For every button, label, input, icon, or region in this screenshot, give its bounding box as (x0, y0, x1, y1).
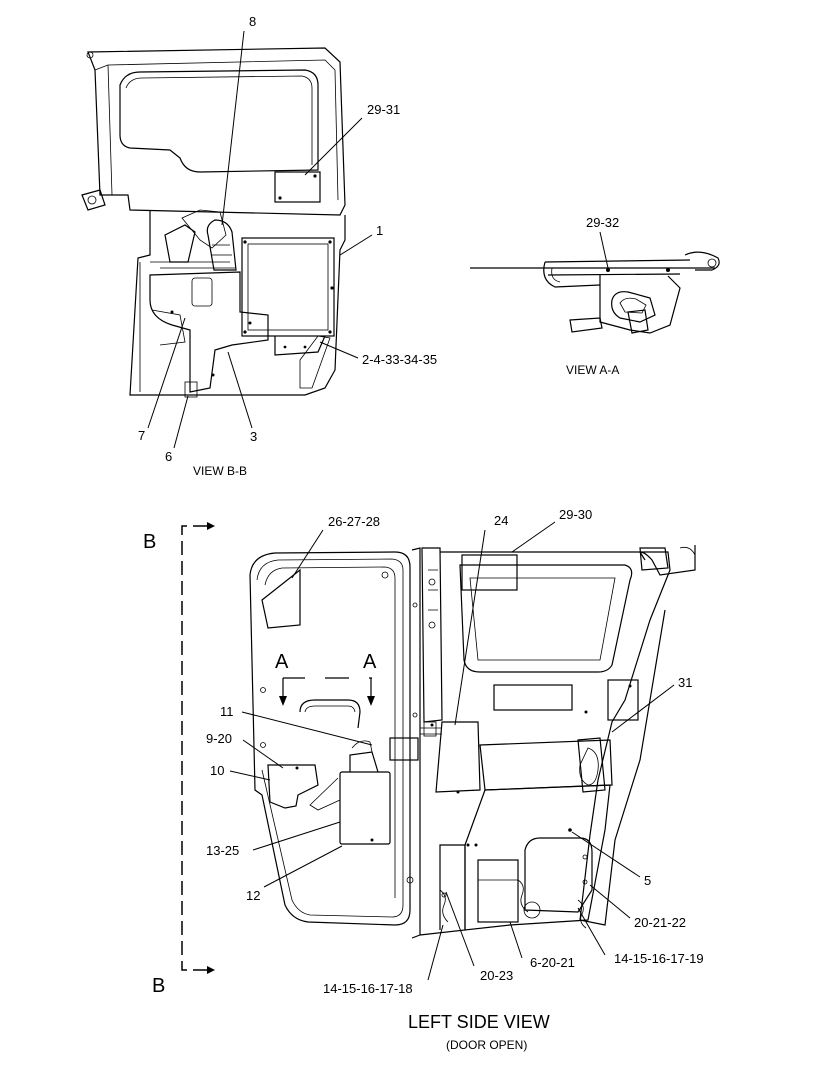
callout-12: 12 (246, 888, 260, 903)
view-aa-label: VIEW A-A (566, 363, 619, 377)
callout-9-20: 9-20 (206, 731, 232, 746)
callout-29-30: 29-30 (559, 507, 592, 522)
callout-29-32: 29-32 (586, 215, 619, 230)
view-bb-callouts: 8 29-31 1 2-4-33-34-35 3 6 7 VIEW B-B (138, 14, 437, 478)
section-letter-a-left: A (275, 651, 289, 673)
callout-13-25: 13-25 (206, 843, 239, 858)
view-bb-drawing (81, 47, 346, 398)
callout-20-21-22: 20-21-22 (634, 915, 686, 930)
callout-31: 31 (678, 675, 692, 690)
callout-11: 11 (220, 704, 234, 719)
callout-1: 1 (376, 223, 383, 238)
callout-24: 24 (494, 513, 508, 528)
callout-8: 8 (249, 14, 256, 29)
section-letter-a-right: A (363, 651, 377, 673)
callout-26-27-28: 26-27-28 (328, 514, 380, 529)
left-side-callouts: B B A A 26-27-28 24 29-30 31 11 9-20 10 … (143, 507, 704, 1052)
view-aa-drawing (470, 251, 720, 334)
callout-29-31: 29-31 (367, 102, 400, 117)
left-side-view-title: LEFT SIDE VIEW (408, 1012, 550, 1032)
view-aa-callouts: 29-32 VIEW A-A (566, 215, 619, 377)
section-letter-b-bottom: B (152, 975, 165, 997)
callout-7: 7 (138, 428, 145, 443)
callout-2-4-33-34-35: 2-4-33-34-35 (362, 352, 437, 367)
callout-20-23: 20-23 (480, 968, 513, 983)
callout-14-15-16-17-18: 14-15-16-17-18 (323, 981, 413, 996)
callout-5: 5 (644, 873, 651, 888)
view-bb-label: VIEW B-B (193, 464, 247, 478)
section-letter-b-top: B (143, 531, 156, 553)
left-side-view-subtitle: (DOOR OPEN) (446, 1038, 527, 1052)
left-side-drawing (181, 522, 696, 974)
callout-6: 6 (165, 449, 172, 464)
callout-10: 10 (210, 763, 224, 778)
callout-6-20-21: 6-20-21 (530, 955, 575, 970)
callout-3: 3 (250, 429, 257, 444)
callout-14-15-16-17-19: 14-15-16-17-19 (614, 951, 704, 966)
